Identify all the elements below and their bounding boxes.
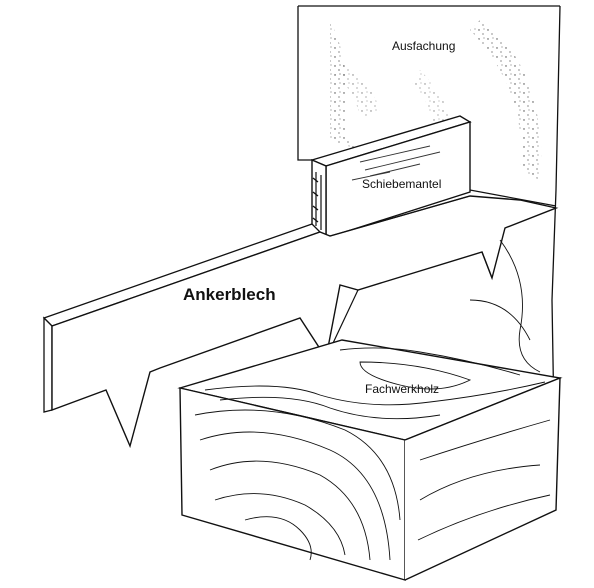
timber-beam: [177, 339, 563, 581]
wall-infill: [297, 5, 561, 481]
label-sliding-sheath: Schiebemantel: [362, 177, 442, 191]
label-timber: Fachwerkholz: [365, 382, 440, 396]
label-infill: Ausfachung: [392, 39, 456, 53]
label-anchor-plate: Ankerblech: [183, 285, 276, 304]
background-grain: [469, 239, 541, 373]
anchor-plate: [42, 195, 559, 449]
